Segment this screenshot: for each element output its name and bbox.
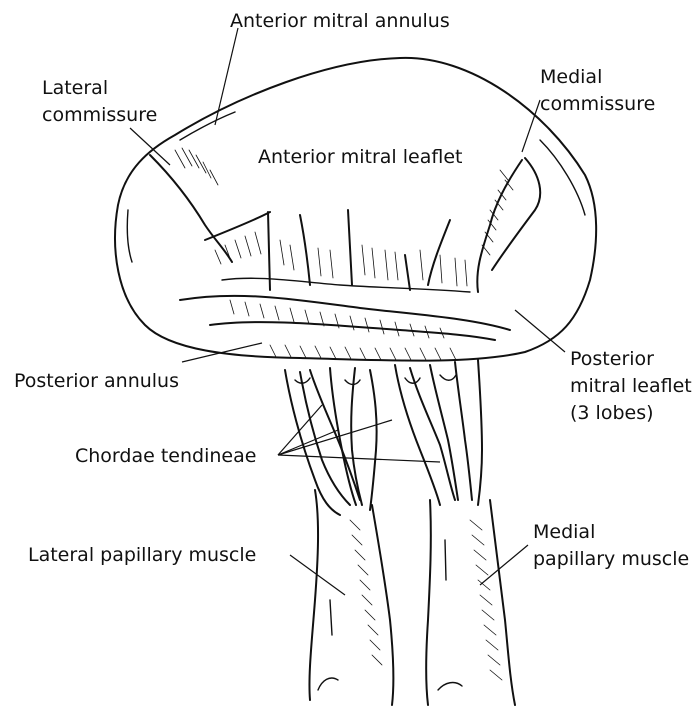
leader-chordae-4 [278, 455, 440, 462]
leader-chordae-1 [278, 405, 322, 455]
lateral-papillary-muscle-shape [309, 490, 393, 705]
label-medial-papillary-muscle-line2: papillary muscle [533, 548, 689, 570]
label-medial-papillary-muscle-line1: Medial [533, 521, 595, 543]
label-anterior-mitral-annulus: Anterior mitral annulus [230, 10, 450, 32]
leader-chordae-2 [278, 430, 338, 455]
label-medial-commissure-line2: commissure [540, 93, 655, 115]
label-lateral-papillary-muscle: Lateral papillary muscle [28, 544, 256, 566]
label-posterior-leaflet-line1: Posterior [570, 348, 654, 370]
leader-chordae-3 [278, 420, 392, 455]
leader-anterior-annulus [215, 28, 238, 125]
label-anterior-mitral-leaflet: Anterior mitral leaflet [258, 146, 462, 168]
diagram-labels: Anterior mitral annulus Lateral commissu… [14, 10, 692, 570]
label-posterior-leaflet-line3: (3 lobes) [570, 402, 654, 424]
medial-papillary-muscle-shape [426, 500, 515, 705]
label-medial-commissure-line1: Medial [540, 66, 602, 88]
leader-medial-commissure [522, 100, 540, 152]
valve-annulus-outline [115, 58, 596, 361]
leader-lines [130, 28, 565, 595]
leader-lateral-commissure [130, 128, 170, 165]
label-lateral-commissure-line2: commissure [42, 104, 157, 126]
leader-posterior-annulus [182, 343, 262, 362]
leader-medial-papillary [480, 545, 528, 585]
anterior-leaflet-folds [150, 155, 540, 340]
label-lateral-commissure-line1: Lateral [42, 77, 108, 99]
label-posterior-leaflet-line2: mitral leaflet [570, 375, 692, 397]
label-chordae-tendineae: Chordae tendineae [75, 445, 256, 467]
label-posterior-annulus: Posterior annulus [14, 370, 179, 392]
